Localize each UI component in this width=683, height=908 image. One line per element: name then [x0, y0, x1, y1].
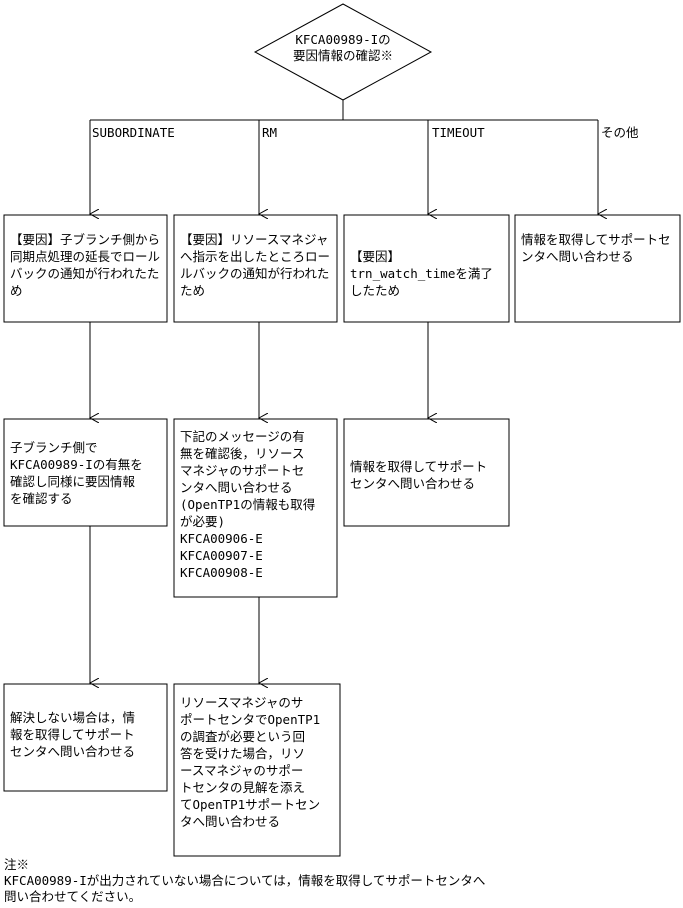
cause-box-other [514, 214, 681, 323]
cause-box-timeout [343, 214, 510, 323]
cause-text-other: 情報を取得してサポートセンタへ問い合わせる [521, 232, 671, 264]
followup-box-subordinate [3, 683, 168, 792]
action-text-subordinate: 子ブランチ側で KFCA00989-Iの有無を 確認し同様に要因情報 を確認する [10, 440, 143, 506]
action-box-timeout [343, 418, 510, 527]
action-box-rm [173, 418, 338, 598]
branch-label-other: その他 [601, 125, 639, 140]
branch-label-subordinate: SUBORDINATE [92, 125, 175, 140]
cause-text-subordinate: 【要因】子ブランチ側から同期点処理の延長でロールバックの通知が行われたため [10, 232, 161, 298]
cause-text-timeout: 【要因】trn_watch_timeを満了したため [350, 249, 493, 298]
note-mark: 注※ [4, 857, 30, 872]
followup-text-rm: リソースマネジャのサ ポートセンタでOpenTP1 の調査が必要という回 答を受… [180, 695, 321, 829]
action-text-rm: 下記のメッセージの有 無を確認後，リソース マネジャのサポートセ ンタへ問い合わ… [180, 429, 316, 580]
note-text: KFCA00989-Iが出力されていない場合については，情報を取得してサポートセ… [4, 873, 486, 904]
action-box-subordinate [3, 418, 168, 527]
cause-box-subordinate [3, 214, 168, 323]
decision-label: KFCA00989-Iの 要因情報の確認※ [292, 32, 393, 63]
followup-text-subordinate: 解決しない場合は，情 報を取得してサポート センタへ問い合わせる [10, 710, 136, 759]
action-text-timeout: 情報を取得してサポート センタへ問い合わせる [350, 459, 488, 491]
cause-box-rm [173, 214, 338, 323]
followup-box-rm [173, 683, 341, 857]
branch-label-timeout: TIMEOUT [432, 125, 485, 140]
branch-label-rm: RM [262, 125, 278, 140]
cause-text-rm: 【要因】リソースマネジャへ指示を出したところロールバックの通知が行われたため [180, 232, 331, 298]
